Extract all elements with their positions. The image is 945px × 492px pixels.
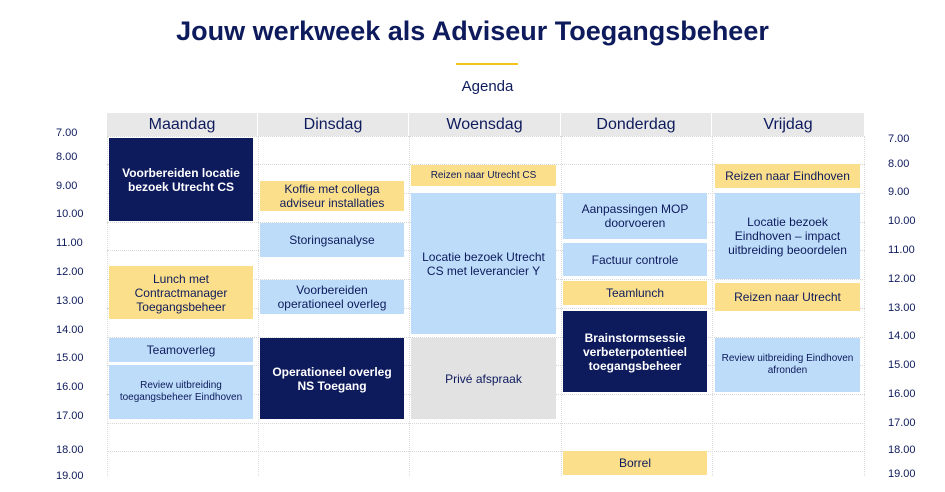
time-label: 16.00: [888, 388, 916, 400]
time-label: 12.00: [888, 273, 916, 285]
time-label: 8.00: [888, 158, 910, 170]
event-brainstormsessie[interactable]: Brainstormsessie verbeterpotentieel toeg…: [563, 311, 707, 392]
time-label: 11.00: [56, 237, 83, 249]
time-label: 17.00: [56, 410, 84, 422]
gridline: [107, 423, 865, 424]
day-column: [409, 136, 561, 476]
time-label: 9.00: [888, 186, 910, 198]
time-label: 14.00: [56, 324, 84, 336]
time-label: 17.00: [888, 417, 916, 429]
time-label: 15.00: [56, 352, 84, 364]
time-label: 10.00: [56, 208, 84, 220]
time-label: 7.00: [56, 127, 78, 139]
time-label: 8.00: [56, 151, 78, 163]
gridline: [107, 451, 865, 452]
day-header-dinsdag: Dinsdag: [258, 113, 409, 136]
time-label: 18.00: [888, 444, 916, 456]
event-koffie-collega[interactable]: Koffie met collega adviseur installaties: [260, 181, 404, 211]
day-header-donderdag: Donderdag: [561, 113, 712, 136]
event-storingsanalyse[interactable]: Storingsanalyse: [260, 223, 404, 257]
event-borrel[interactable]: Borrel: [563, 451, 707, 475]
time-label: 19.00: [56, 470, 84, 482]
time-label: 9.00: [56, 180, 78, 192]
day-header-vrijdag: Vrijdag: [712, 113, 865, 136]
time-label: 19.00: [888, 468, 916, 480]
time-label: 13.00: [56, 295, 84, 307]
day-column: [712, 136, 865, 476]
event-teamlunch[interactable]: Teamlunch: [563, 281, 707, 305]
gridline: [107, 337, 865, 338]
page-title: Jouw werkweek als Adviseur Toegangsbehee…: [176, 16, 769, 46]
event-review-uitbreiding[interactable]: Review uitbreiding toegangsbeheer Eindho…: [109, 365, 253, 419]
time-label: 12.00: [56, 266, 84, 278]
day-column: [561, 136, 712, 476]
time-label: 14.00: [888, 330, 916, 342]
day-header-woensdag: Woensdag: [409, 113, 561, 136]
event-lunch-contractmanager[interactable]: Lunch met Contractmanager Toegangsbeheer: [109, 266, 253, 319]
event-locatie-bezoek-eindhoven[interactable]: Locatie bezoek Eindhoven – impact uitbre…: [715, 193, 860, 279]
title-underline: [456, 63, 518, 65]
event-factuur-controle[interactable]: Factuur controle: [563, 243, 707, 276]
time-label: 18.00: [56, 444, 84, 456]
time-label: 7.00: [888, 133, 910, 145]
event-review-eindhoven-afronden[interactable]: Review uitbreiding Eindhoven afronden: [715, 338, 860, 392]
event-teamoverleg[interactable]: Teamoverleg: [109, 338, 253, 362]
event-aanpassingen-mop[interactable]: Aanpassingen MOP doorvoeren: [563, 193, 707, 239]
gridline: [107, 136, 865, 137]
event-locatie-bezoek-utrecht[interactable]: Locatie bezoek Utrecht CS met leverancie…: [411, 193, 556, 334]
time-label: 13.00: [888, 302, 916, 314]
day-column: [258, 136, 409, 476]
day-column: [107, 136, 258, 476]
time-label: 10.00: [888, 215, 916, 227]
gridline: [107, 164, 865, 165]
day-header-maandag: Maandag: [107, 113, 258, 136]
event-reizen-utrecht[interactable]: Reizen naar Utrecht: [715, 283, 860, 311]
event-voorbereiden-locatie-bezoek[interactable]: Voorbereiden locatie bezoek Utrecht CS: [109, 138, 253, 221]
time-label: 15.00: [888, 359, 916, 371]
event-operationeel-overleg[interactable]: Operationeel overleg NS Toegang: [260, 338, 404, 419]
event-reizen-eindhoven[interactable]: Reizen naar Eindhoven: [715, 164, 860, 188]
event-voorbereiden-overleg[interactable]: Voorbereiden operationeel overleg: [260, 280, 404, 314]
time-label: 16.00: [56, 381, 84, 393]
event-reizen-utrecht-cs[interactable]: Reizen naar Utrecht CS: [411, 165, 556, 186]
event-prive-afspraak[interactable]: Privé afspraak: [411, 338, 556, 419]
time-label: 11.00: [888, 244, 915, 256]
page-subtitle: Agenda: [461, 78, 514, 95]
